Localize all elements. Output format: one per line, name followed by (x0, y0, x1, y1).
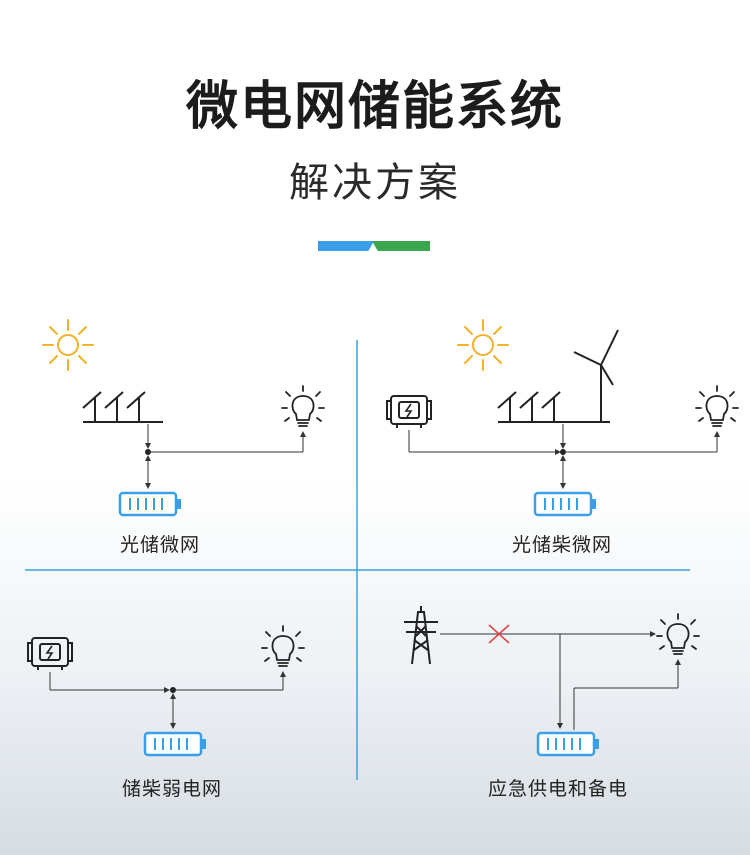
panel-solar-storage (42, 319, 325, 517)
generator-icon (386, 395, 432, 429)
accent-bar-blue (318, 241, 374, 251)
panel-storage-diesel-weak-grid (27, 625, 305, 757)
panel-solar-storage-diesel (386, 319, 739, 517)
cross-icon (488, 624, 510, 644)
bulb-icon (656, 613, 700, 655)
panel-emergency-backup (404, 606, 700, 757)
generator-icon (27, 637, 73, 671)
sun-icon (457, 319, 509, 371)
wind-turbine-icon (573, 329, 619, 422)
solar-panel-icon (497, 391, 579, 423)
sun-icon (42, 319, 94, 371)
panel-label-emergency-backup: 应急供电和备电 (487, 778, 628, 800)
panel-label-solar-storage-diesel: 光储柴微网 (511, 534, 612, 556)
battery-icon (118, 491, 183, 517)
panel-label-weak-grid: 储柴弱电网 (121, 778, 222, 800)
accent-bar-green (372, 241, 430, 251)
page-subtitle: 解决方案 (289, 160, 461, 206)
power-tower-icon (404, 606, 438, 665)
battery-icon (533, 491, 598, 517)
panel-label-solar-storage: 光储微网 (119, 534, 200, 556)
bulb-icon (281, 385, 325, 427)
solar-panel-icon (82, 391, 164, 423)
page-title: 微电网储能系统 (185, 77, 564, 137)
battery-icon (143, 731, 208, 757)
background-fade (0, 480, 750, 855)
bulb-icon (261, 625, 305, 667)
battery-icon (536, 731, 601, 757)
bulb-icon (695, 385, 739, 427)
